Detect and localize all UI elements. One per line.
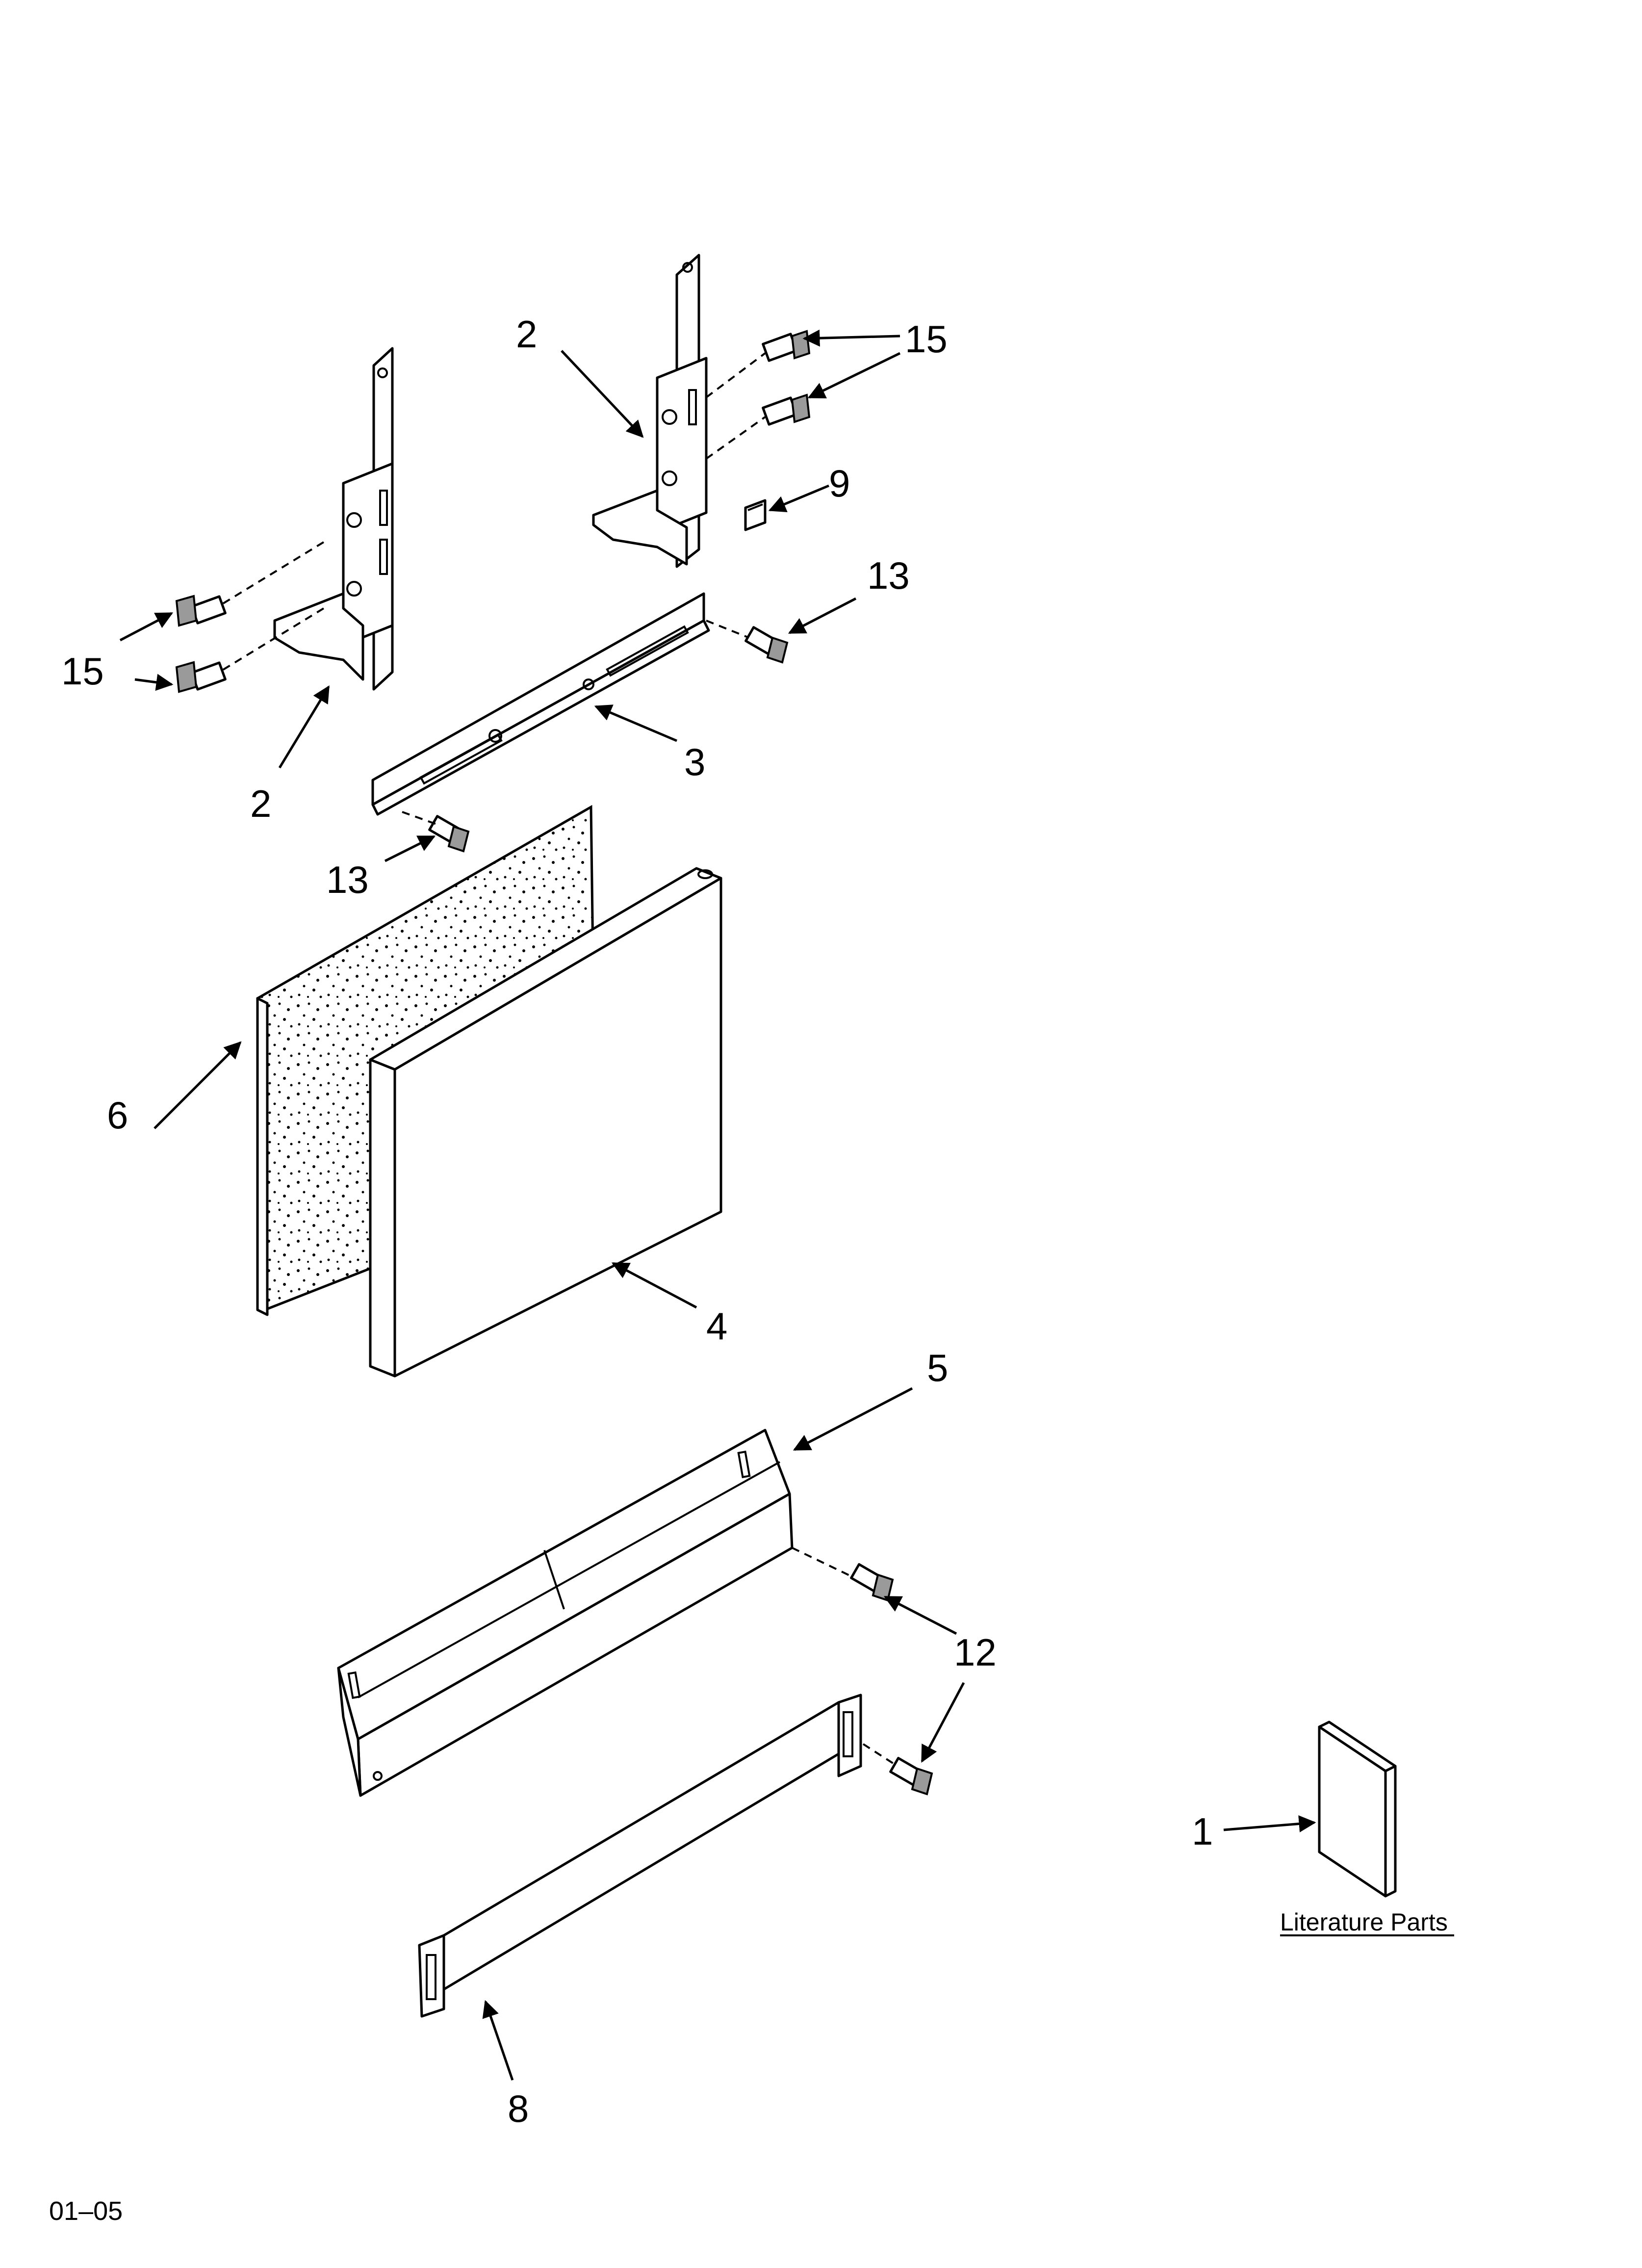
callout-13-left: 13 (326, 858, 369, 901)
callout-8: 8 (508, 2087, 529, 2130)
callout-15-right: 15 (905, 317, 948, 361)
screw-15-right-upper (762, 330, 811, 362)
hinge-bracket-left (273, 347, 394, 691)
literature-parts-caption: Literature Parts (1280, 1908, 1448, 1936)
screw-12-lower (889, 1757, 933, 1796)
support-rail-3 (371, 592, 710, 816)
leader-arrows (119, 329, 1316, 2081)
callout-15-left: 15 (61, 650, 104, 693)
callout-12: 12 (954, 1631, 997, 1674)
callout-4: 4 (706, 1304, 727, 1348)
page-code: 01–05 (49, 2196, 123, 2226)
kick-plate-8 (418, 1694, 862, 2018)
screw-15-left-upper (175, 595, 227, 627)
literature-booklet-1 (1318, 1721, 1397, 1898)
callout-13-right: 13 (867, 554, 910, 597)
door-panel-4 (369, 867, 722, 1378)
callout-1: 1 (1192, 1810, 1213, 1853)
screw-13-right (744, 626, 789, 664)
clip-9 (744, 499, 767, 531)
callout-6: 6 (107, 1094, 128, 1137)
callout-3: 3 (684, 740, 705, 783)
callout-2-right: 2 (516, 313, 537, 356)
lower-bracket-5 (337, 1429, 794, 1797)
screw-15-right-lower (762, 393, 811, 426)
callout-2-left: 2 (250, 782, 271, 825)
callout-5: 5 (927, 1346, 948, 1389)
screw-12-upper (850, 1563, 894, 1602)
callout-9: 9 (829, 462, 850, 505)
hinge-bracket-right (592, 254, 708, 568)
screw-15-left-lower (175, 661, 227, 693)
screw-13-left (428, 815, 470, 853)
